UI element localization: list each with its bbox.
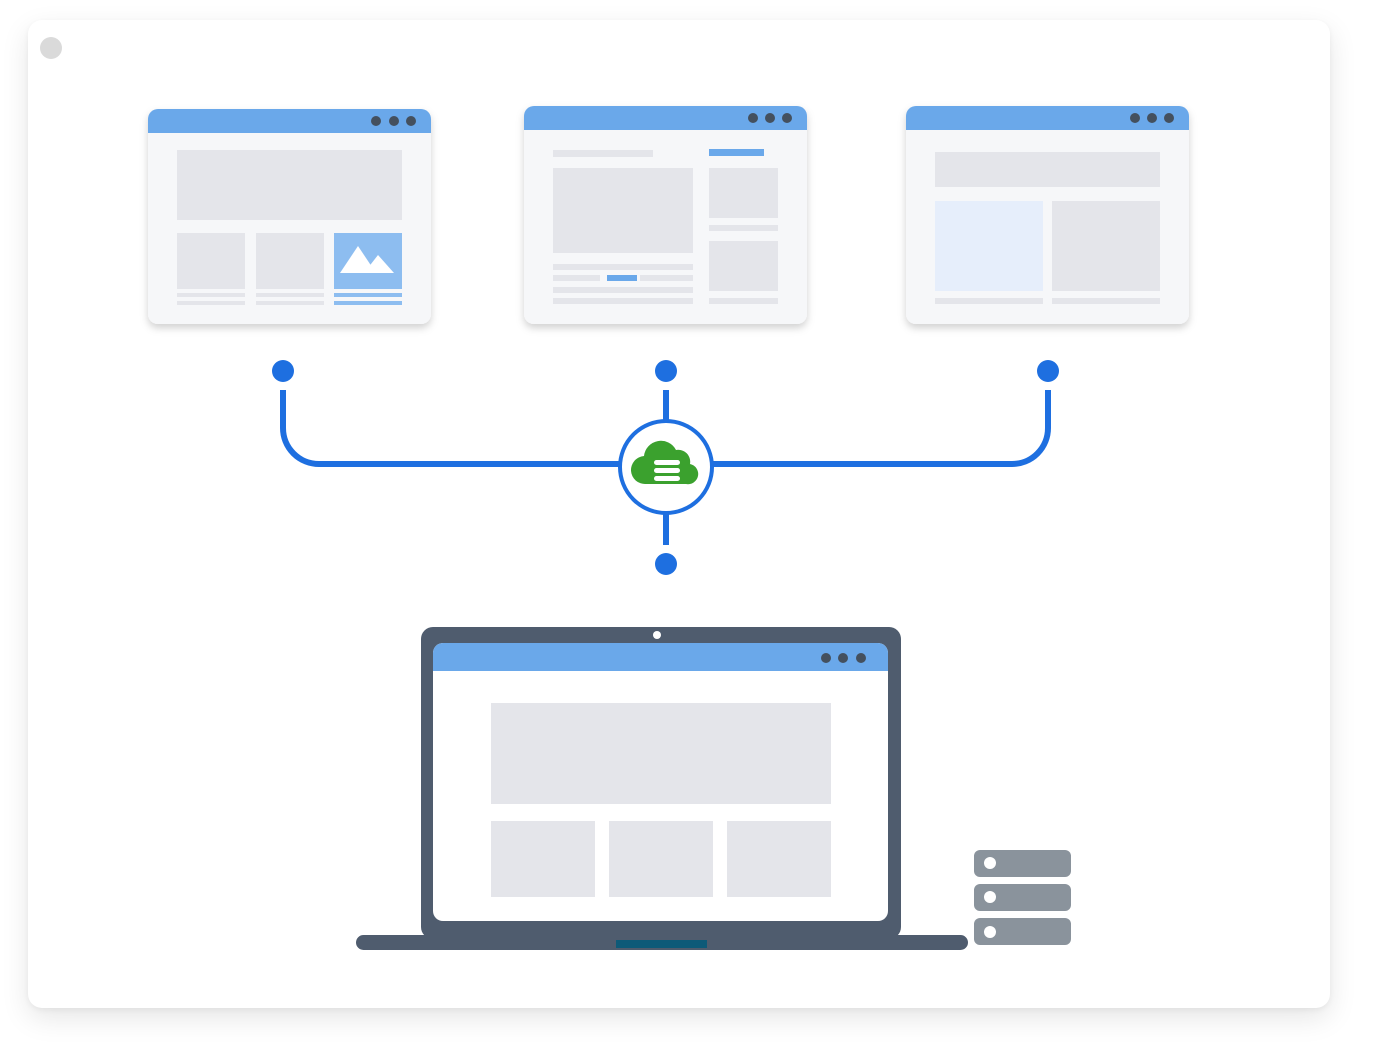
text-line — [553, 264, 693, 270]
tile-placeholder — [727, 821, 831, 897]
text-line — [177, 301, 245, 305]
window-title-bar — [906, 106, 1189, 130]
heading-line — [553, 150, 653, 157]
text-line — [709, 298, 778, 304]
panel-placeholder-highlight — [935, 201, 1043, 291]
browser-window-left — [148, 109, 431, 324]
text-line — [709, 225, 778, 231]
endpoint-bottom — [655, 553, 677, 575]
sidebar-placeholder — [709, 241, 778, 291]
laptop-icon — [356, 627, 968, 950]
window-title-bar — [148, 109, 431, 133]
hero-placeholder — [491, 703, 831, 804]
text-line — [334, 301, 402, 305]
connector-endpoints — [272, 360, 1059, 575]
window-title-bar — [433, 643, 888, 671]
browser-window-right — [906, 106, 1189, 324]
tile-placeholder — [256, 233, 324, 289]
tile-placeholder — [609, 821, 713, 897]
tile-placeholder — [177, 233, 245, 289]
server-light — [984, 926, 996, 938]
tile-placeholder — [491, 821, 595, 897]
window-controls-icon — [1130, 113, 1174, 123]
window-control-dot — [40, 37, 62, 59]
window-title-bar — [524, 106, 807, 130]
connector-right — [712, 390, 1051, 467]
panel-placeholder — [1052, 201, 1160, 291]
hero-placeholder — [935, 152, 1160, 187]
text-line — [553, 275, 600, 281]
window-controls-icon — [821, 653, 866, 663]
article-placeholder — [553, 168, 693, 253]
server-light — [984, 891, 996, 903]
text-line — [553, 298, 693, 304]
text-line — [640, 275, 693, 281]
endpoint-right — [1037, 360, 1059, 382]
window-controls-icon — [371, 116, 416, 126]
server-unit — [974, 884, 1071, 911]
endpoint-center — [655, 360, 677, 382]
text-line — [553, 287, 693, 293]
server-light — [984, 857, 996, 869]
endpoint-left — [272, 360, 294, 382]
text-line — [256, 293, 324, 297]
browser-window-center — [524, 106, 807, 324]
camera-icon — [653, 631, 661, 639]
text-line — [177, 293, 245, 297]
image-icon — [334, 233, 402, 289]
server-unit — [974, 850, 1071, 877]
sidebar-placeholder — [709, 168, 778, 218]
link-line — [607, 275, 637, 281]
text-line — [1052, 298, 1160, 304]
hero-placeholder — [177, 150, 402, 220]
server-unit — [974, 918, 1071, 945]
connector-left — [280, 390, 620, 467]
cloud-database-icon — [618, 419, 714, 515]
text-line — [935, 298, 1043, 304]
window-controls-icon — [748, 113, 792, 123]
text-line — [256, 301, 324, 305]
connector-lines — [280, 390, 1051, 545]
laptop-notch — [616, 940, 707, 948]
link-line — [709, 149, 764, 156]
server-stack-icon — [974, 850, 1071, 945]
text-line — [334, 293, 402, 297]
